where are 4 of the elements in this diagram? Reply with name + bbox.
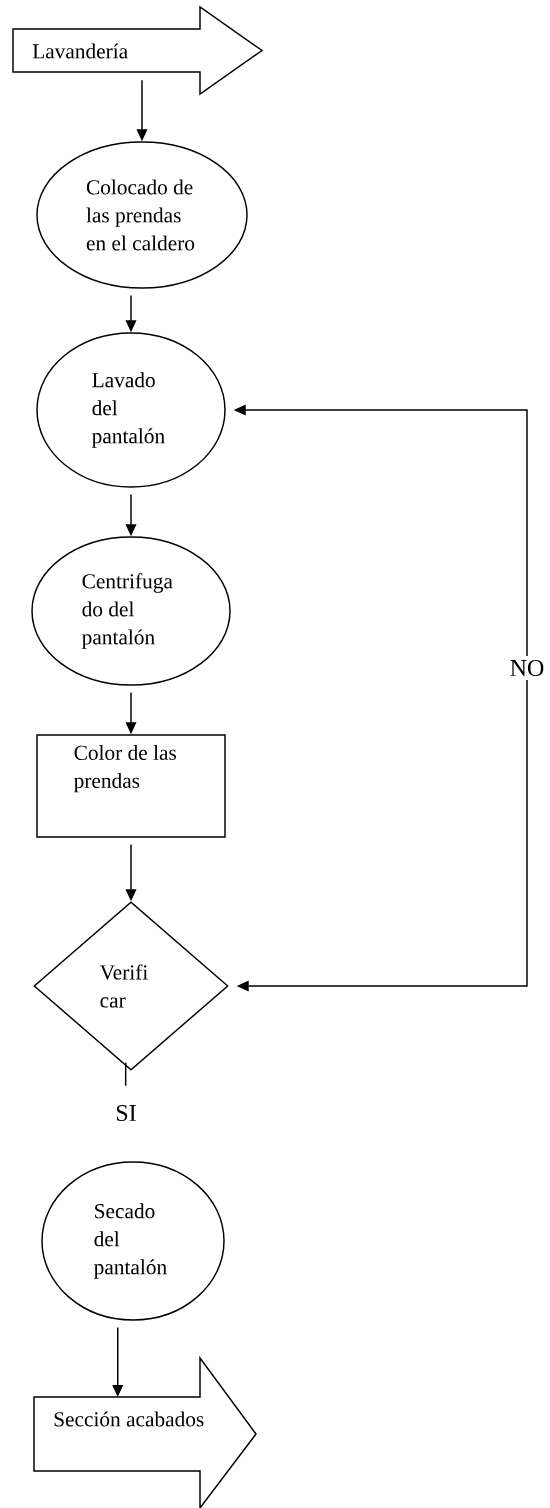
branch-label: SI: [116, 1104, 136, 1122]
process-box: Color de las prendas: [36, 734, 226, 838]
edge-label: NO: [505, 655, 549, 681]
line-stub: [124, 1062, 127, 1087]
